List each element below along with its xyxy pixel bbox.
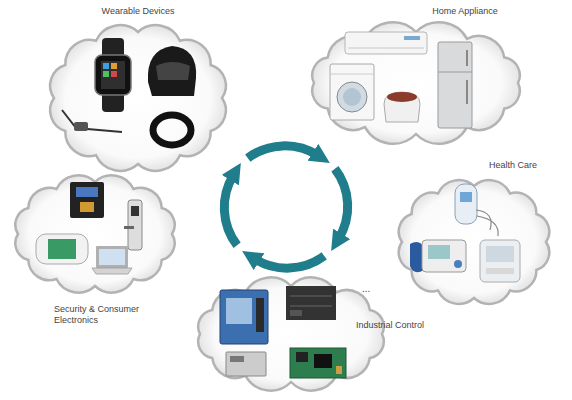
cloud-outline (388, 172, 560, 312)
group-label: Industrial Control (356, 320, 448, 331)
cloud-outline (40, 18, 236, 178)
cloud-group: Home Appliance (300, 18, 532, 148)
group-label: Health Care (468, 160, 558, 171)
cloud-shape (50, 25, 226, 171)
cloud-shape (15, 175, 174, 292)
cloud-group: Wearable Devices (40, 18, 236, 178)
cycle-arrow (248, 146, 318, 158)
cycle-arrow (224, 175, 237, 245)
cloud-shape (312, 22, 520, 144)
continuation-mark: ... (362, 283, 370, 294)
cloud-group: Health Care (388, 172, 560, 312)
group-label: Wearable Devices (40, 6, 236, 17)
cloud-shape (399, 180, 550, 304)
cycle-arrow (254, 256, 324, 268)
cloud-shape (198, 277, 384, 390)
cloud-outline (300, 18, 532, 148)
cycle-arrows (224, 146, 347, 268)
group-label: Home Appliance (400, 6, 530, 17)
cloud-outline (4, 168, 186, 300)
group-label: Security & Consumer Electronics (54, 304, 146, 326)
cycle-arrow (335, 169, 348, 239)
cloud-group: Security & Consumer Electronics (4, 168, 186, 300)
